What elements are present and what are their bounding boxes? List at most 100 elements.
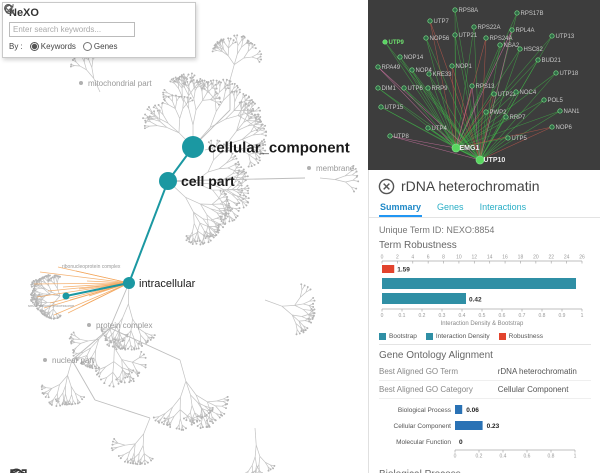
gene-label[interactable]: NOC4 xyxy=(520,90,537,96)
gene-label[interactable]: RRP9 xyxy=(432,86,449,92)
gene-label[interactable]: UTP7 xyxy=(434,19,450,25)
tab-interactions[interactable]: Interactions xyxy=(479,202,527,212)
gene-label[interactable]: UTP9 xyxy=(389,40,405,46)
gene-node[interactable] xyxy=(387,133,393,139)
tree-term-label[interactable]: protein complex xyxy=(96,321,152,330)
gene-label[interactable]: DIM1 xyxy=(382,86,397,92)
gene-node[interactable] xyxy=(549,33,555,39)
gene-node[interactable] xyxy=(475,155,485,165)
gene-label[interactable]: NOP1 xyxy=(456,64,473,70)
term-node[interactable] xyxy=(159,172,177,190)
gene-node[interactable] xyxy=(483,35,489,41)
gene-node[interactable] xyxy=(401,85,407,91)
term-node-label[interactable]: cell part xyxy=(181,173,235,189)
close-icon[interactable] xyxy=(377,177,395,195)
gene-label[interactable]: BUD21 xyxy=(542,58,562,64)
tree-term-label[interactable]: mitochondrial part xyxy=(88,79,152,88)
gene-node[interactable] xyxy=(382,39,388,45)
gene-label[interactable]: UTP8 xyxy=(394,134,410,140)
tree-term-label[interactable]: membrane xyxy=(316,164,355,173)
gene-label[interactable]: NAN1 xyxy=(564,109,581,115)
gene-node[interactable] xyxy=(549,124,555,130)
tab-genes[interactable]: Genes xyxy=(437,202,464,212)
gene-label[interactable]: RPS8A xyxy=(459,8,479,14)
gene-node[interactable] xyxy=(375,85,381,91)
gene-node[interactable] xyxy=(471,24,477,30)
gene-label[interactable]: NOP6 xyxy=(556,125,573,131)
gene-node[interactable] xyxy=(452,32,458,38)
gene-label[interactable]: UTP4 xyxy=(432,126,448,132)
radio-keywords[interactable]: Keywords xyxy=(29,42,76,51)
gene-node[interactable] xyxy=(425,85,431,91)
gene-node[interactable] xyxy=(375,64,381,70)
search-input[interactable] xyxy=(9,22,135,37)
gene-label[interactable]: UTP15 xyxy=(385,105,404,111)
gene-label[interactable]: NOP4 xyxy=(416,68,433,74)
gene-label[interactable]: RPS24A xyxy=(490,36,513,42)
gene-label[interactable]: HSC82 xyxy=(524,47,544,53)
gene-node[interactable] xyxy=(451,143,461,153)
gene-node[interactable] xyxy=(491,91,497,97)
gene-label[interactable]: KRE33 xyxy=(433,72,453,78)
gene-node[interactable] xyxy=(452,7,458,13)
gene-label[interactable]: NOP56 xyxy=(430,36,450,42)
gene-label[interactable]: NOP14 xyxy=(404,55,424,61)
gene-node[interactable] xyxy=(517,46,523,52)
gene-node[interactable] xyxy=(505,135,511,141)
gene-node[interactable] xyxy=(425,125,431,131)
gene-node[interactable] xyxy=(423,35,429,41)
gene-label[interactable]: RPS22A xyxy=(478,25,501,31)
gene-label[interactable]: RRP7 xyxy=(510,115,527,121)
gene-node[interactable] xyxy=(535,57,541,63)
gene-label[interactable]: UTP10 xyxy=(484,157,506,164)
gene-node[interactable] xyxy=(397,54,403,60)
term-node-label[interactable]: intracellular xyxy=(139,278,196,290)
radio-genes-input[interactable] xyxy=(82,42,92,51)
chevron-down-icon[interactable] xyxy=(4,6,189,37)
gene-label[interactable]: NSA2 xyxy=(504,43,520,49)
gene-node[interactable] xyxy=(427,18,433,24)
gene-label[interactable]: UTP6 xyxy=(408,86,424,92)
gene-node[interactable] xyxy=(469,83,475,89)
gene-label[interactable]: RPS17B xyxy=(521,11,544,17)
gene-node[interactable] xyxy=(449,63,455,69)
term-node-cluster[interactable] xyxy=(62,292,70,300)
tree-term-label[interactable]: ribonucleoprotein complex xyxy=(62,264,121,270)
gene-label[interactable]: UTP22 xyxy=(498,92,517,98)
tree-term-label[interactable]: small subunit processome xyxy=(28,303,75,308)
gene-node[interactable] xyxy=(503,114,509,120)
gene-node[interactable] xyxy=(497,42,503,48)
gene-label[interactable]: RPA49 xyxy=(382,65,401,71)
tab-summary[interactable]: Summary xyxy=(379,198,423,217)
gene-label[interactable]: UTP18 xyxy=(560,71,579,77)
gene-label[interactable]: PWP2 xyxy=(490,110,508,116)
gene-label[interactable]: UTP21 xyxy=(459,33,478,39)
term-node-label[interactable]: cellular_component xyxy=(208,139,350,156)
gene-label[interactable]: UTP13 xyxy=(556,34,575,40)
gene-label[interactable]: RPL4A xyxy=(516,28,535,34)
gene-node[interactable] xyxy=(378,104,384,110)
gene-node[interactable] xyxy=(541,97,547,103)
gene-node[interactable] xyxy=(513,89,519,95)
gene-node[interactable] xyxy=(509,27,515,33)
gene-node[interactable] xyxy=(426,71,432,77)
term-node[interactable] xyxy=(182,136,204,158)
gene-label[interactable]: UTP5 xyxy=(512,136,528,142)
gene-node[interactable] xyxy=(553,70,559,76)
gene-label[interactable]: RPS13 xyxy=(476,84,496,90)
search-icon[interactable] xyxy=(4,4,153,37)
gene-node[interactable] xyxy=(483,109,489,115)
radio-keywords-input[interactable] xyxy=(29,42,39,51)
gene-node[interactable] xyxy=(557,108,563,114)
gene-node[interactable] xyxy=(409,67,415,73)
radio-genes[interactable]: Genes xyxy=(82,42,117,51)
gene-label[interactable]: POL5 xyxy=(548,98,564,104)
tree-term-label[interactable]: nuclear part xyxy=(52,356,95,365)
gene-label[interactable]: EMG1 xyxy=(460,145,480,152)
refresh-icon[interactable] xyxy=(4,4,171,37)
term-node[interactable] xyxy=(123,277,135,289)
